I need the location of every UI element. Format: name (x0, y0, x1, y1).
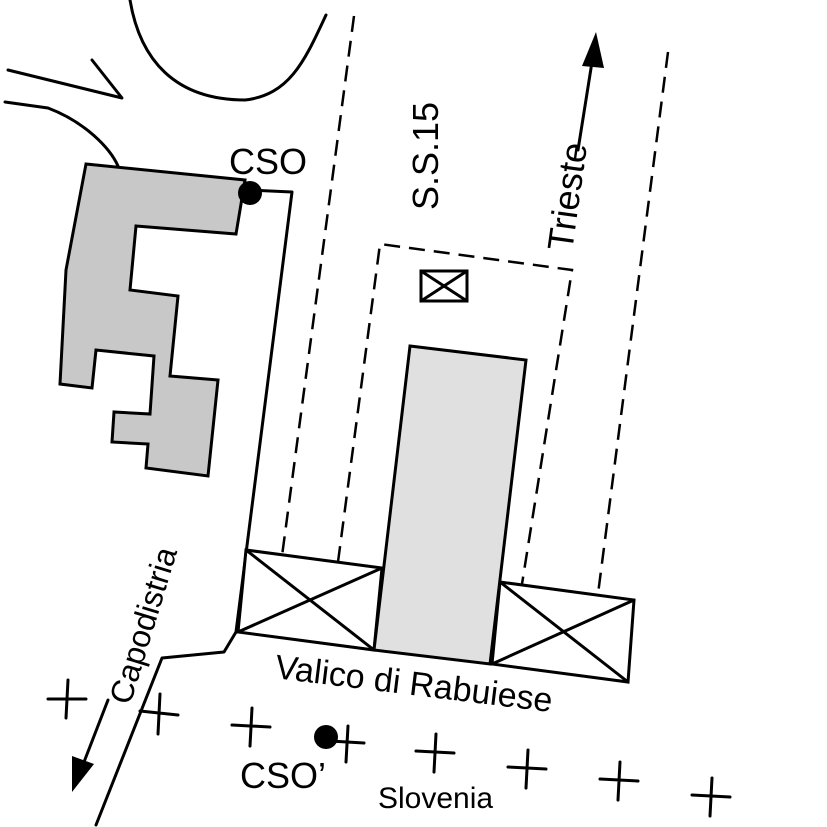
trieste-label: Trieste (539, 140, 595, 253)
customs-area-outline (336, 242, 574, 585)
booth-left (236, 548, 384, 652)
road-curves (3, 0, 328, 168)
arrow-trieste-icon (576, 32, 604, 152)
cso-label: CSO (229, 141, 307, 182)
cso-prime-label: CSO’ (240, 755, 326, 796)
sewer-line (94, 188, 294, 827)
customs-building (372, 344, 528, 666)
building-left (58, 162, 247, 478)
road-boundaries (280, 15, 670, 595)
road-label: S.S.15 (405, 102, 446, 210)
border-markers (46, 678, 732, 818)
booth-right (490, 580, 636, 684)
capodistria-label: Capodistria (102, 543, 184, 709)
cso-point-icon (238, 181, 262, 205)
manhole-icon (419, 269, 469, 303)
arrow-capodistria-icon (72, 698, 110, 792)
country-label: Slovenia (378, 782, 493, 815)
cso-prime-point-icon (314, 725, 338, 749)
